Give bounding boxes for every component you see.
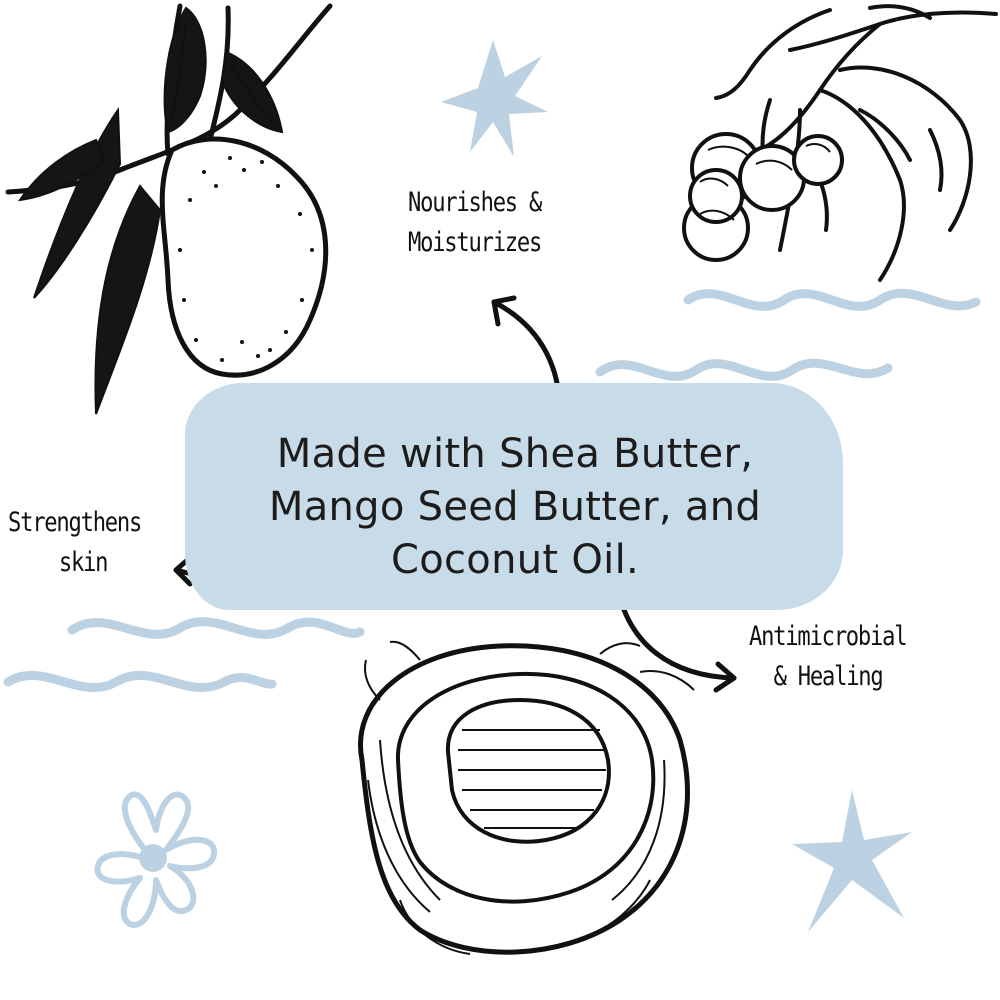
flower-center-icon <box>139 844 167 872</box>
benefit-text: skin <box>58 547 109 578</box>
headline-line: Made with Shea Butter, <box>276 431 754 477</box>
benefit-text: Moisturizes <box>408 227 542 258</box>
headline-highlight <box>185 383 843 610</box>
wave-icon <box>67 617 365 639</box>
benefit-text: Antimicrobial <box>749 621 908 652</box>
flower-icon <box>94 791 218 928</box>
benefit-antimicrobial: Antimicrobial & Healing <box>749 617 908 697</box>
benefit-text: Nourishes & <box>408 187 542 218</box>
wave-icon <box>3 671 277 692</box>
star-icon <box>441 40 548 157</box>
benefit-text: & Healing <box>773 661 884 692</box>
headline: Made with Shea Butter, Mango Seed Butter… <box>195 428 835 587</box>
benefit-text: Strengthens <box>8 507 142 538</box>
benefit-nourishes: Nourishes & Moisturizes <box>408 183 542 263</box>
wave-icon <box>595 358 893 381</box>
headline-line: Mango Seed Butter, and <box>268 484 762 530</box>
benefit-strengthens: Strengthens skin <box>8 503 142 583</box>
wave-icon <box>683 288 981 311</box>
headline-line: Coconut Oil. <box>391 537 639 583</box>
star-icon <box>792 790 912 932</box>
